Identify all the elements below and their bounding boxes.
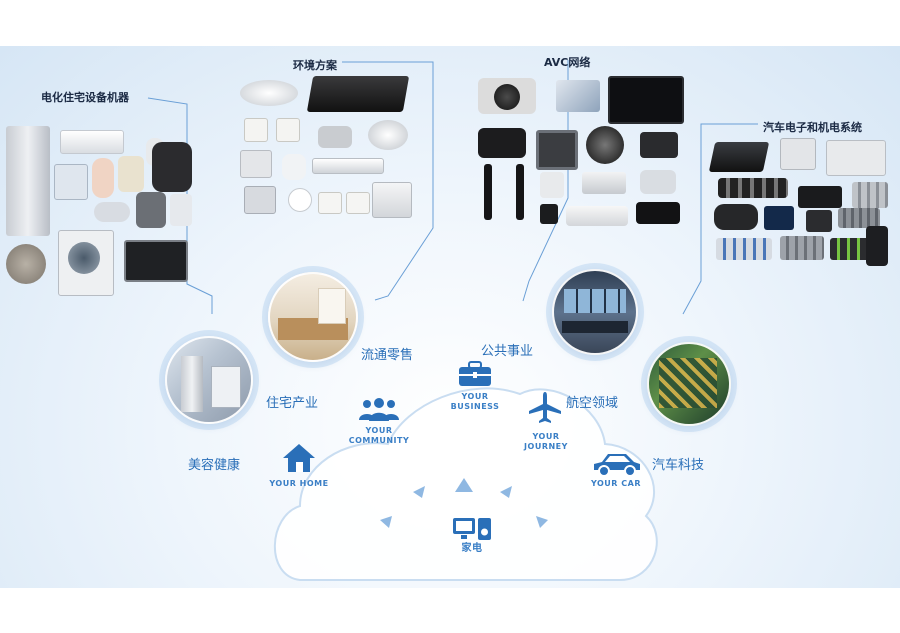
label-automotive-electronics: 汽车电子和机电系统 — [763, 121, 862, 134]
label-public: 公共事业 — [481, 344, 534, 359]
connector-environment — [342, 61, 434, 301]
car-icon — [594, 454, 640, 477]
diagram-canvas: 电化住宅设备机器 环境方案 AVC网络 汽车电子和机电系统 — [0, 46, 900, 588]
retail-photo-circle — [268, 272, 358, 362]
label-home-appliances: 电化住宅设备机器 — [41, 91, 129, 104]
caption-your-business: YOUR BUSINESS — [450, 392, 500, 411]
arrow-icon — [536, 516, 548, 528]
connector-avc — [522, 60, 569, 302]
caption-appliances: 家电 — [461, 543, 483, 554]
airplane-icon — [529, 392, 561, 423]
label-retail: 流通零售 — [361, 348, 414, 363]
connectors-and-cloud — [147, 60, 758, 581]
public-photo-circle — [552, 269, 638, 355]
label-beauty-health: 美容健康 — [188, 458, 241, 473]
connector-home-appliances — [147, 97, 213, 314]
briefcase-icon — [459, 361, 491, 386]
housing-photo-circle — [165, 336, 253, 424]
arrow-icon — [413, 486, 425, 498]
label-housing: 住宅产业 — [266, 396, 319, 411]
label-avc: AVC网络 — [544, 56, 591, 69]
caption-your-journey: YOUR JOURNEY — [524, 432, 568, 451]
automotive-tech-photo-circle — [647, 342, 731, 426]
label-environment: 环境方案 — [293, 59, 337, 72]
label-aviation: 航空领域 — [566, 396, 619, 411]
caption-your-community: YOUR COMMUNITY — [348, 426, 410, 445]
caption-your-car: YOUR CAR — [591, 479, 641, 488]
arrow-icon — [500, 486, 512, 498]
label-automotive-tech: 汽车科技 — [652, 458, 705, 473]
connector-automotive — [682, 123, 758, 315]
arrow-icon — [380, 516, 392, 528]
tv-appliance-icon — [453, 518, 491, 540]
arrow-icon — [455, 478, 473, 492]
people-icon — [359, 398, 399, 421]
house-icon — [283, 444, 315, 472]
caption-your-home: YOUR HOME — [269, 479, 329, 488]
